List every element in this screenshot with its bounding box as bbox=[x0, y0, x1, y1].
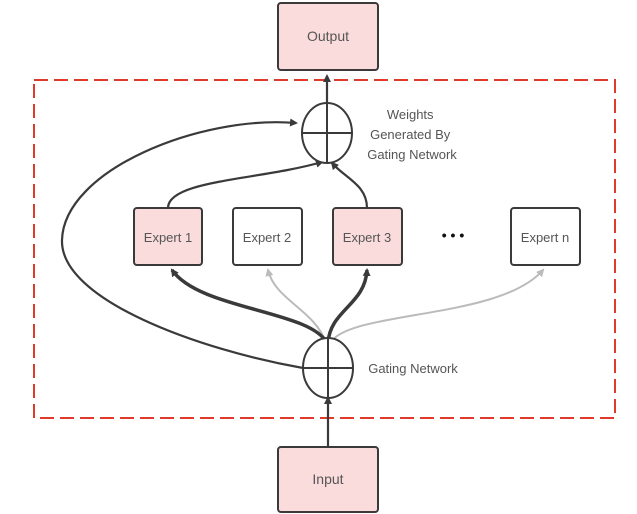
expert-3-label: Expert 3 bbox=[343, 230, 391, 245]
arrow-gating-to-expert-n bbox=[329, 268, 545, 344]
expert-2-node: Expert 2 bbox=[232, 207, 303, 266]
weighted-sum-node bbox=[301, 102, 353, 164]
weights-label: Weights Generated By Gating Network bbox=[367, 107, 457, 162]
arrow-gating-to-expert-1 bbox=[170, 268, 329, 344]
input-label: Input bbox=[312, 471, 343, 487]
arrow-gating-to-combiner bbox=[60, 118, 304, 370]
expert-1-label: Expert 1 bbox=[144, 230, 192, 245]
expert-3-node: Expert 3 bbox=[332, 207, 403, 266]
expert-n-node: Expert n bbox=[510, 207, 581, 266]
arrow-expert-3-to-combiner bbox=[330, 161, 369, 209]
expert-1-node: Expert 1 bbox=[133, 207, 203, 266]
output-node: Output bbox=[277, 2, 379, 71]
gating-network-node bbox=[302, 337, 354, 399]
arrow-expert-1-to-combiner bbox=[166, 159, 324, 209]
gating-network-label: Gating Network bbox=[368, 361, 458, 376]
output-label: Output bbox=[307, 28, 349, 44]
ellipsis: • • • bbox=[442, 227, 465, 243]
input-node: Input bbox=[277, 446, 379, 513]
expert-2-label: Expert 2 bbox=[243, 230, 291, 245]
arrow-gating-to-expert-2 bbox=[265, 268, 327, 344]
arrow-gating-to-expert-3 bbox=[326, 268, 371, 344]
expert-n-label: Expert n bbox=[521, 230, 569, 245]
